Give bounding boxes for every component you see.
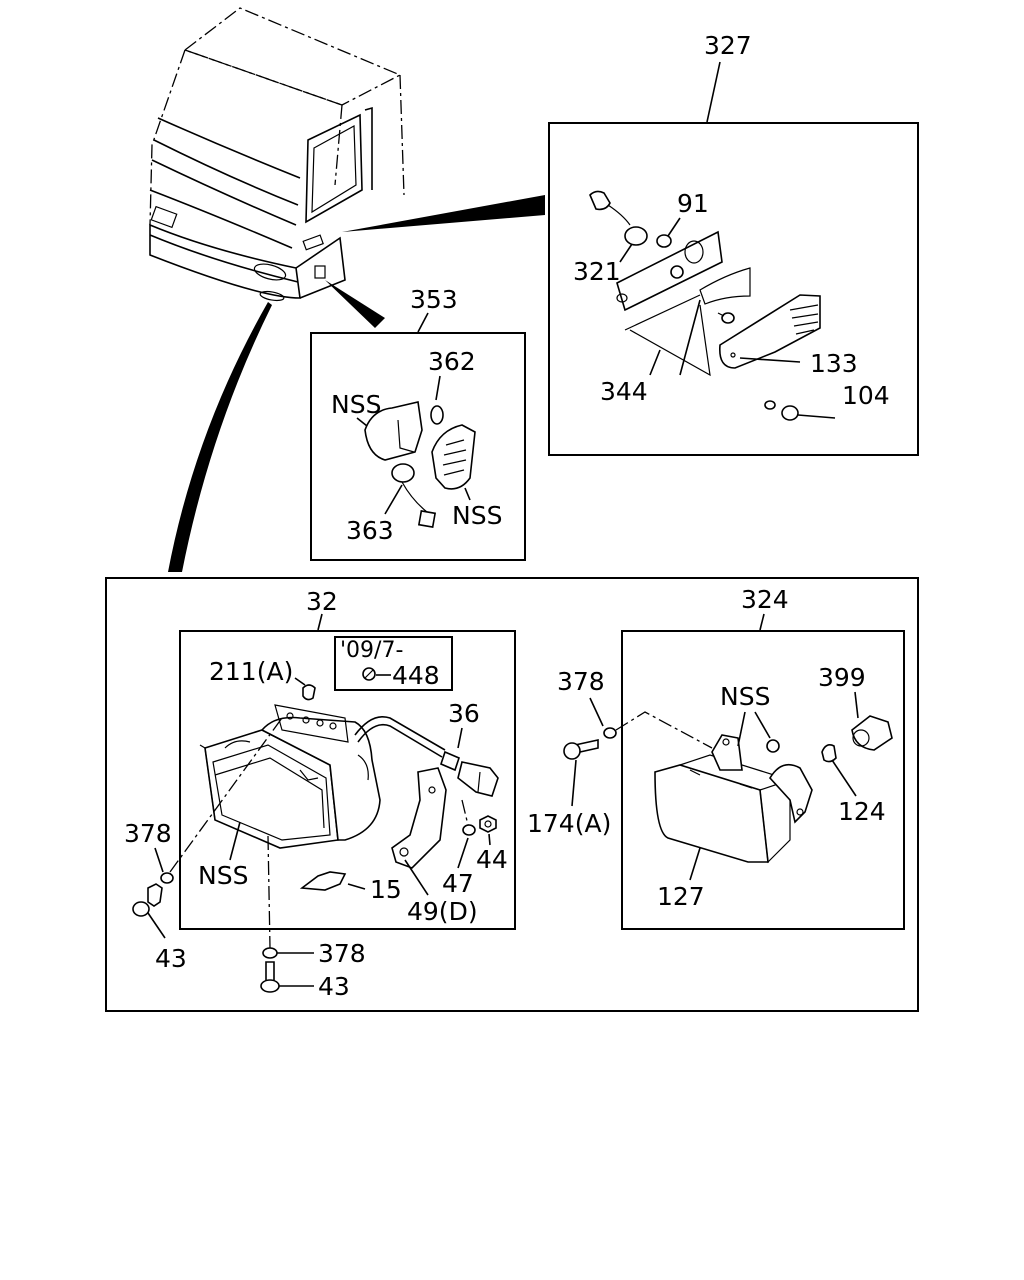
label-362: 362	[428, 347, 476, 376]
box-fog-lamp-group	[105, 577, 919, 1012]
label-nss-2: NSS	[452, 501, 502, 530]
label-49d: 49(D)	[407, 897, 478, 926]
box-327: 327 321 91 344 133	[548, 31, 919, 456]
label-344: 344	[600, 377, 648, 406]
label-133: 133	[810, 349, 858, 378]
label-399: 399	[818, 663, 866, 692]
label-15: 15	[370, 875, 402, 904]
label-448: 448	[392, 661, 440, 690]
box-353: 353 NSS 362 NSS 363	[310, 285, 526, 561]
label-43-b: 43	[318, 972, 350, 1001]
pointer-wedge-327	[342, 195, 545, 232]
truck-cab-illustration	[149, 7, 405, 302]
label-353: 353	[410, 285, 458, 314]
label-363: 363	[346, 516, 394, 545]
label-104: 104	[842, 381, 890, 410]
label-378-c: 378	[557, 667, 605, 696]
label-32: 32	[306, 587, 338, 616]
label-47: 47	[442, 869, 474, 898]
label-127: 127	[657, 882, 705, 911]
label-44: 44	[476, 845, 508, 874]
label-nss-3: NSS	[198, 861, 248, 890]
fasteners-left: 378 43	[124, 717, 283, 973]
box-32: 32 '09/7- 448 211(A) 36	[179, 587, 516, 930]
pointer-wedge-324	[168, 302, 272, 572]
label-321: 321	[573, 257, 621, 286]
pointer-wedge-353	[325, 280, 385, 328]
label-43-a: 43	[155, 944, 187, 973]
label-date-09-7: '09/7-	[340, 638, 403, 663]
fasteners-bottom: 378 43	[260, 835, 366, 1001]
label-nss-1: NSS	[331, 390, 381, 419]
label-378-b: 378	[318, 939, 366, 968]
label-36: 36	[448, 699, 480, 728]
box-324: 324 127 NSS 399 124	[621, 585, 905, 930]
label-nss-4: NSS	[720, 682, 770, 711]
label-124: 124	[838, 797, 886, 826]
label-211a: 211(A)	[209, 657, 293, 686]
label-324: 324	[741, 585, 789, 614]
label-378-a: 378	[124, 819, 172, 848]
label-174a: 174(A)	[527, 809, 611, 838]
label-327: 327	[704, 31, 752, 60]
fasteners-fog-lamp: 378 174(A)	[527, 667, 713, 838]
label-91: 91	[677, 189, 709, 218]
